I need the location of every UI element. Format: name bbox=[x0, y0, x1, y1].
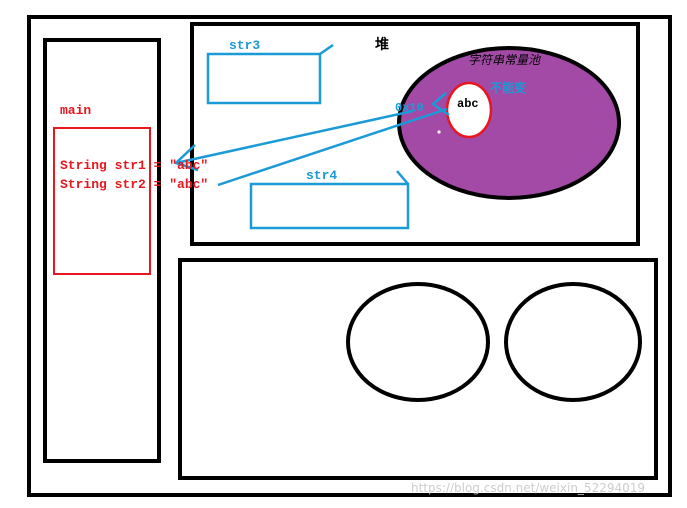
lower-left-ellipse bbox=[346, 282, 490, 402]
immutable-label: 不能变 bbox=[490, 80, 526, 95]
str3-box bbox=[206, 52, 322, 105]
lower-area-box bbox=[178, 258, 658, 480]
cursor-dot bbox=[437, 130, 441, 134]
str1-arrowhead bbox=[173, 144, 199, 172]
pool-arrowhead bbox=[430, 92, 450, 117]
str1-reference-arrow bbox=[175, 109, 414, 165]
str4-tick bbox=[396, 170, 409, 185]
str4-label: str4 bbox=[306, 168, 337, 183]
watermark-text: https://blog.csdn.net/weixin_52294019 bbox=[411, 481, 645, 495]
str2-reference-arrow bbox=[217, 107, 448, 187]
outer-frame bbox=[27, 15, 672, 497]
main-label: main bbox=[60, 103, 91, 118]
abc-literal-text: abc bbox=[457, 97, 479, 111]
string-pool-ellipse bbox=[397, 46, 621, 200]
code-line-str2: String str2 = "abc" bbox=[60, 177, 208, 192]
main-frame-box bbox=[53, 127, 151, 275]
lower-right-ellipse bbox=[504, 282, 642, 402]
stack-box bbox=[43, 38, 161, 463]
str3-label: str3 bbox=[229, 38, 260, 53]
code-line-str1: String str1 = "abc" bbox=[60, 158, 208, 173]
str3-tick bbox=[319, 43, 334, 56]
address-label: 0x10 bbox=[395, 101, 424, 115]
heap-box bbox=[190, 22, 640, 246]
str4-box bbox=[249, 182, 410, 230]
string-pool-label: 字符串常量池 bbox=[468, 53, 541, 67]
heap-label: 堆 bbox=[375, 36, 389, 53]
